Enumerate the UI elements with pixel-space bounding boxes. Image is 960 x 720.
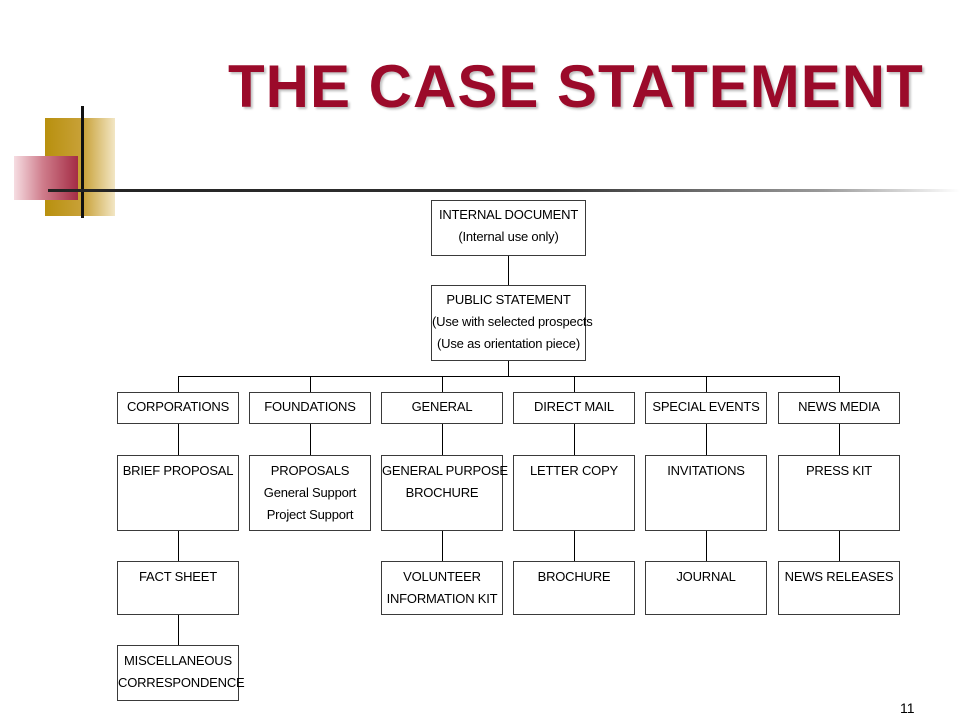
title-underline	[48, 189, 960, 192]
node-line: BROCHURE	[405, 485, 479, 500]
header-special-events: SPECIAL EVENTS	[645, 392, 767, 424]
node-line: JOURNAL	[676, 569, 736, 584]
node-line: PROPOSALS	[270, 463, 350, 478]
connector-direct-mail-2	[574, 531, 575, 561]
node-line: (Internal use only)	[458, 229, 559, 244]
header-label: CORPORATIONS	[126, 399, 230, 414]
connector-general-2	[442, 531, 443, 561]
node-line: PRESS KIT	[805, 463, 873, 478]
node-fact-sheet: FACT SHEET	[117, 561, 239, 615]
connector-drop-general	[442, 376, 443, 392]
node-line: Project Support	[266, 507, 354, 522]
node-line: FACT SHEET	[139, 569, 217, 584]
node-line: BRIEF PROPOSAL	[122, 463, 234, 478]
connector-drop-corporations	[178, 376, 179, 392]
header-corporations: CORPORATIONS	[117, 392, 239, 424]
node-line: VOLUNTEER	[403, 569, 481, 584]
connector-general-1	[442, 424, 443, 455]
header-label: NEWS MEDIA	[798, 399, 880, 414]
node-line: NEWS RELEASES	[784, 569, 894, 584]
node-general-purpose-brochure: GENERAL PURPOSE BROCHURE	[381, 455, 508, 531]
node-line: INTERNAL DOCUMENT	[438, 207, 579, 222]
node-public-statement: PUBLIC STATEMENT (Use with selected pros…	[431, 285, 593, 361]
node-miscellaneous-correspondence: MISCELLANEOUS CORRESPONDENCE	[117, 645, 245, 701]
connector-bus	[178, 376, 840, 377]
connector-corporations-2	[178, 531, 179, 561]
node-journal: JOURNAL	[645, 561, 767, 615]
header-direct-mail: DIRECT MAIL	[513, 392, 635, 424]
header-general: GENERAL	[381, 392, 503, 424]
node-press-kit: PRESS KIT	[778, 455, 900, 531]
slide-title: THE CASE STATEMENT	[228, 53, 924, 120]
header-label: FOUNDATIONS	[264, 399, 356, 414]
node-line: PUBLIC STATEMENT	[446, 292, 571, 307]
connector-drop-special-events	[706, 376, 707, 392]
connector-drop-direct-mail	[574, 376, 575, 392]
node-letter-copy: LETTER COPY	[513, 455, 635, 531]
decor-red-square	[14, 156, 78, 200]
header-news-media: NEWS MEDIA	[778, 392, 900, 424]
header-foundations: FOUNDATIONS	[249, 392, 371, 424]
node-volunteer-information-kit: VOLUNTEER INFORMATION KIT	[381, 561, 503, 615]
node-brief-proposal: BRIEF PROPOSAL	[117, 455, 239, 531]
node-line: (Use with selected prospects	[432, 314, 593, 329]
node-line: BROCHURE	[537, 569, 611, 584]
node-line: INFORMATION KIT	[386, 591, 498, 606]
node-invitations: INVITATIONS	[645, 455, 767, 531]
node-line: (Use as orientation piece)	[437, 336, 580, 351]
header-label: DIRECT MAIL	[534, 399, 614, 414]
connector-direct-mail-1	[574, 424, 575, 455]
page-number: 11	[900, 700, 915, 716]
node-line: LETTER COPY	[529, 463, 619, 478]
decor-vertical-line	[81, 106, 84, 218]
header-label: SPECIAL EVENTS	[652, 399, 760, 414]
connector-special-events-2	[706, 531, 707, 561]
connector-public-bus	[508, 361, 509, 376]
node-internal-document: INTERNAL DOCUMENT (Internal use only)	[431, 200, 586, 256]
node-line: General Support	[263, 485, 357, 500]
connector-news-media-2	[839, 531, 840, 561]
node-line: GENERAL PURPOSE	[382, 463, 508, 478]
node-line: INVITATIONS	[667, 463, 745, 478]
connector-special-events-1	[706, 424, 707, 455]
header-label: GENERAL	[411, 399, 473, 414]
connector-internal-public	[508, 256, 509, 285]
connector-foundations-1	[310, 424, 311, 455]
connector-corporations-1	[178, 424, 179, 455]
connector-corporations-3	[178, 615, 179, 645]
node-proposals: PROPOSALS General Support Project Suppor…	[249, 455, 371, 531]
node-line: CORRESPONDENCE	[118, 675, 245, 690]
connector-drop-foundations	[310, 376, 311, 392]
node-news-releases: NEWS RELEASES	[778, 561, 900, 615]
node-line: MISCELLANEOUS	[124, 653, 232, 668]
connector-news-media-1	[839, 424, 840, 455]
node-brochure: BROCHURE	[513, 561, 635, 615]
connector-drop-news-media	[839, 376, 840, 392]
